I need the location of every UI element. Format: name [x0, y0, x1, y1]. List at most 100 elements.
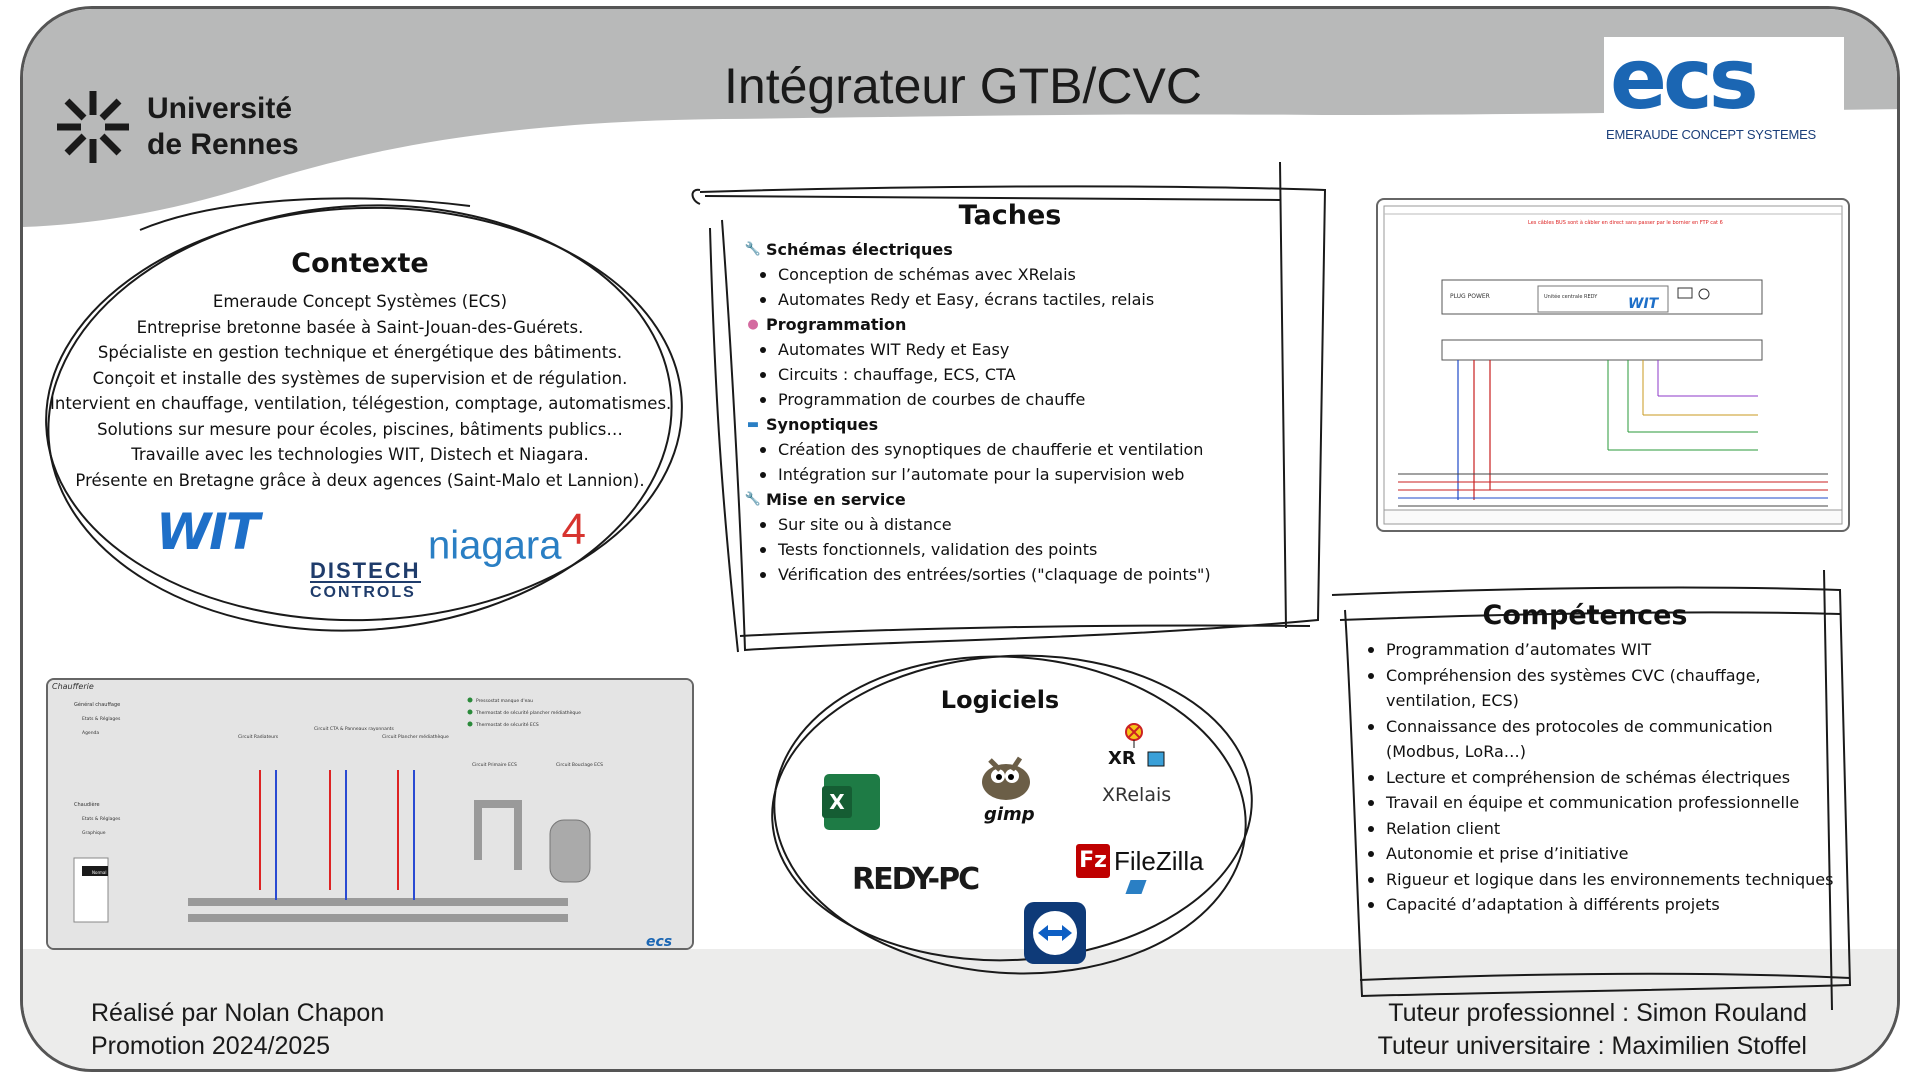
synoptic-menu-item: Agenda — [82, 730, 99, 736]
competences-section: Compétences Programmation d’automates WI… — [1360, 600, 1840, 918]
distech-logo: DISTECH CONTROLS — [310, 558, 421, 603]
task-item: Programmation de courbes de chauffe — [752, 387, 1320, 412]
contexte-section: Contexte Emeraude Concept Systèmes (ECS)… — [50, 248, 672, 623]
task-group: ● Programmation Automates WIT Redy et Eas… — [720, 312, 1320, 412]
task-item: Tests fonctionnels, validation des point… — [752, 537, 1320, 562]
gimp-label: gimp — [984, 804, 1035, 825]
schematic-label: Unitée centrale REDY — [1544, 293, 1598, 300]
task-item: Vérification des entrées/sorties ("claqu… — [752, 562, 1320, 587]
gimp-mascot-icon — [982, 756, 1030, 800]
header-band — [23, 9, 1897, 227]
contexte-line: Travaille avec les technologies WIT, Dis… — [131, 445, 589, 464]
schematic-warning: Les câbles BUS sont à câbler en direct s… — [1528, 219, 1723, 226]
schematic-wit-logo: WIT — [1628, 296, 1660, 312]
skill-item: Rigueur et logique dans les environnemen… — [1360, 867, 1840, 893]
synoptic-circuit: Circuit Primaire ECS — [472, 762, 517, 768]
synoptic-menu-item: Etats & Réglages — [82, 715, 121, 722]
task-category-label: Programmation — [766, 315, 907, 334]
niagara-logo-word: niagara — [428, 523, 562, 568]
logiciels-section: Logiciels X gimp XR XRelais REDY-PC Fz F… — [780, 670, 1240, 970]
task-item: Création des synoptiques de chaufferie e… — [752, 437, 1320, 462]
contexte-title: Contexte — [291, 248, 429, 279]
synoptic-circuit: Circuit Plancher médiathèque — [382, 733, 449, 740]
contexte-line: Entreprise bretonne basée à Saint-Jouan-… — [136, 317, 584, 337]
university-name-line2: de Rennes — [147, 128, 299, 161]
task-item: Automates Redy et Easy, écrans tactiles,… — [752, 287, 1320, 312]
niagara-logo-number: 4 — [561, 505, 586, 554]
task-category: ● Programmation — [744, 312, 1320, 337]
contexte-line: Conçoit et installe des systèmes de supe… — [92, 368, 628, 388]
electrical-schematic-image: Les câbles BUS sont à câbler en direct s… — [1376, 198, 1850, 532]
distech-logo-line1: DISTECH — [310, 558, 421, 583]
wit-logo: WIT — [156, 503, 260, 561]
filezilla-icon: Fz — [1076, 844, 1110, 878]
task-group: ▬ Synoptiques Création des synoptiques de… — [720, 412, 1320, 487]
ecs-logo-subtitle: EMERAUDE CONCEPT SYSTEMES — [1606, 127, 1817, 142]
skill-item: Lecture et compréhension de schémas élec… — [1360, 765, 1840, 791]
skill-item: Capacité d’adaptation à différents proje… — [1360, 892, 1840, 918]
skill-item: Autonomie et prise d’initiative — [1360, 841, 1840, 867]
task-category-label: Synoptiques — [766, 415, 879, 434]
task-category: 🔧Schémas électriques — [744, 237, 1320, 262]
task-group: 🔧Mise en service Sur site ou à distance … — [720, 487, 1320, 587]
task-item: Sur site ou à distance — [752, 512, 1320, 537]
xrelais-icon: XR XRelais — [1098, 722, 1178, 810]
filezilla-label: FileZilla — [1114, 846, 1204, 876]
synoptic-legend: Thermostat de sécurité ECS — [475, 721, 539, 728]
task-item: Automates WIT Redy et Easy — [752, 337, 1320, 362]
taches-section: Taches 🔧Schémas électriques Conception d… — [720, 200, 1320, 587]
author-line: Réalisé par Nolan Chapon — [91, 999, 385, 1027]
skill-item: Relation client — [1360, 816, 1840, 842]
synoptic-menu-item: Etats & Réglages — [82, 815, 121, 822]
synoptic-drawing: Chaufferie Général chauffage Etats & Rég… — [48, 680, 692, 948]
promotion-line: Promotion 2024/2025 — [91, 1032, 331, 1060]
logiciels-title: Logiciels — [940, 686, 1060, 714]
wrench-icon: 🔧 — [744, 242, 762, 257]
ecs-logo: ecs EMERAUDE CONCEPT SYSTEMES — [1604, 30, 1844, 147]
brain-icon: ● — [747, 317, 759, 332]
task-category: 🔧 Mise en service — [744, 487, 1320, 512]
synoptic-menu-item: Graphique — [82, 830, 106, 836]
university-emblem-icon — [57, 91, 129, 163]
synoptic-circuit: Circuit CTA & Panneaux rayonnants — [314, 726, 394, 732]
synoptic-circuit: Circuit Bouclage ECS — [556, 762, 603, 768]
task-item: Circuits : chauffage, ECS, CTA — [752, 362, 1320, 387]
contexte-line: Emeraude Concept Systèmes (ECS) — [212, 292, 508, 311]
gimp-icon: gimp — [970, 750, 1040, 826]
teamviewer-arrows-icon — [1033, 911, 1077, 955]
filezilla-lizard-icon — [1125, 880, 1147, 894]
schematic-drawing: Les câbles BUS sont à câbler en direct s… — [1383, 205, 1843, 525]
synoptic-legend: Thermostat de sécurité plancher médiathè… — [475, 709, 581, 716]
page-title: Intégrateur GTB/CVC — [724, 58, 1202, 114]
niagara-logo: niagara4 — [428, 505, 586, 568]
synoptic-circuit: Circuit Radiateurs — [238, 734, 279, 740]
excel-icon: X — [822, 774, 880, 830]
skill-item: Travail en équipe et communication profe… — [1360, 790, 1840, 816]
excel-icon-letter: X — [822, 786, 852, 818]
contexte-line: Présente en Bretagne grâce à deux agence… — [75, 470, 645, 490]
task-item: Intégration sur l’automate pour la super… — [752, 462, 1320, 487]
task-category-label: Mise en service — [766, 490, 906, 509]
teamviewer-icon — [1024, 902, 1086, 964]
skill-item: Compréhension des systèmes CVC (chauffag… — [1360, 663, 1840, 714]
taches-title: Taches — [958, 200, 1062, 231]
synoptic-menu: Chaudière — [74, 801, 100, 808]
academic-tutor-line: Tuteur universitaire : Maximilien Stoffe… — [1377, 1032, 1807, 1060]
ecs-logo-word: ecs — [1610, 30, 1759, 128]
redy-pc-logo: REDY-PC — [852, 862, 980, 897]
footer-tutors: Tuteur professionnel : Simon Rouland Tut… — [1378, 997, 1807, 1063]
footer-author: Réalisé par Nolan Chapon Promotion 2024/… — [91, 997, 384, 1063]
chaufferie-synoptic-image: Chaufferie Général chauffage Etats & Rég… — [46, 678, 694, 950]
xrelais-symbol-icon: XR — [1108, 723, 1165, 769]
svg-text:XR: XR — [1108, 748, 1136, 769]
task-category: ▬ Synoptiques — [744, 412, 1320, 437]
competences-title: Compétences — [1482, 600, 1688, 631]
contexte-line: Solutions sur mesure pour écoles, piscin… — [97, 419, 623, 439]
wrench-icon: 🔧 — [744, 492, 762, 507]
contexte-line: Intervient en chauffage, ventilation, té… — [50, 394, 672, 413]
task-group: 🔧Schémas électriques Conception de schém… — [720, 237, 1320, 312]
laptop-icon: ▬ — [746, 417, 760, 432]
skill-item: Programmation d’automates WIT — [1360, 637, 1840, 663]
distech-logo-line2: CONTROLS — [310, 581, 421, 603]
synoptic-brand: ecs — [646, 934, 672, 948]
